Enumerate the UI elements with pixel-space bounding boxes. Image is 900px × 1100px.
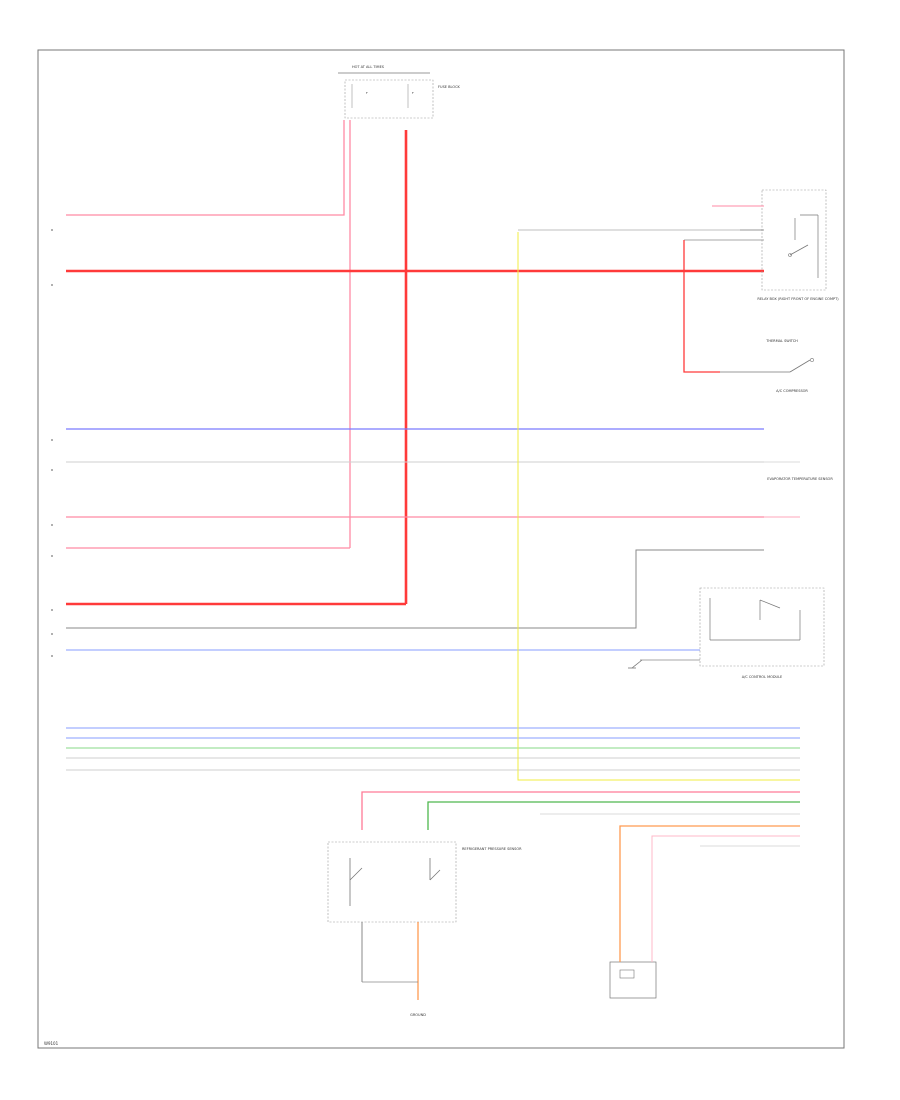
fuse-block-caption: FUSE BLOCK [438, 85, 461, 89]
relay-box-caption: RELAY BOX (RIGHT FRONT OF ENGINE COMPT) [757, 297, 839, 301]
refrigerant-pressure-sensor: REFRIGERANT PRESSURE SENSOR [327, 841, 522, 923]
ac-compressor-caption: A/C COMPRESSOR [776, 389, 808, 393]
wire-yellow-vertical [517, 232, 800, 781]
page-identifier: W9101 [44, 1041, 59, 1046]
svg-text:F: F [366, 91, 368, 95]
evaporator-temp-caption: EVAPORATOR TEMPERATURE SENSOR [767, 477, 833, 481]
fuse-block: HOT AT ALL TIMES FUSE BLOCK F F [338, 65, 461, 119]
relay-box: RELAY BOX (RIGHT FRONT OF ENGINE COMPT) [757, 189, 839, 301]
diagram-frame [37, 49, 845, 1049]
wire-gray-row-5 [66, 549, 764, 629]
thermal-switch-caption: THERMAL SWITCH [765, 339, 798, 343]
ground-icon [628, 659, 643, 669]
ac-control-module: A/C CONTROL MODULE [699, 587, 825, 679]
left-connector-pins [51, 229, 53, 657]
thermal-switch: THERMAL SWITCH [720, 339, 814, 373]
wire-green-lower-vertical [427, 801, 800, 830]
wire-orange-lower [619, 825, 800, 920]
thermal-switch-icon [789, 359, 811, 373]
lower-right-sensor [609, 920, 657, 999]
fuse-block-hot-label: HOT AT ALL TIMES [352, 65, 385, 69]
relay-switch-icon [788, 253, 792, 257]
wire-lightpink-lower [651, 835, 800, 920]
wire-pink-lower-vertical [361, 791, 800, 830]
evaporator-temp-sensor: EVAPORATOR TEMPERATURE SENSOR [764, 461, 833, 518]
wire-pink-from-fuse [66, 120, 345, 216]
ac-control-caption: A/C CONTROL MODULE [742, 675, 783, 679]
refrigerant-pressure-caption: REFRIGERANT PRESSURE SENSOR [462, 847, 522, 851]
wire-red-relay-loop [683, 240, 720, 373]
ground-caption: GROUND [410, 1013, 426, 1017]
pressure-switch-icon [429, 869, 441, 881]
connector-icon [619, 969, 635, 979]
svg-text:F: F [412, 91, 414, 95]
